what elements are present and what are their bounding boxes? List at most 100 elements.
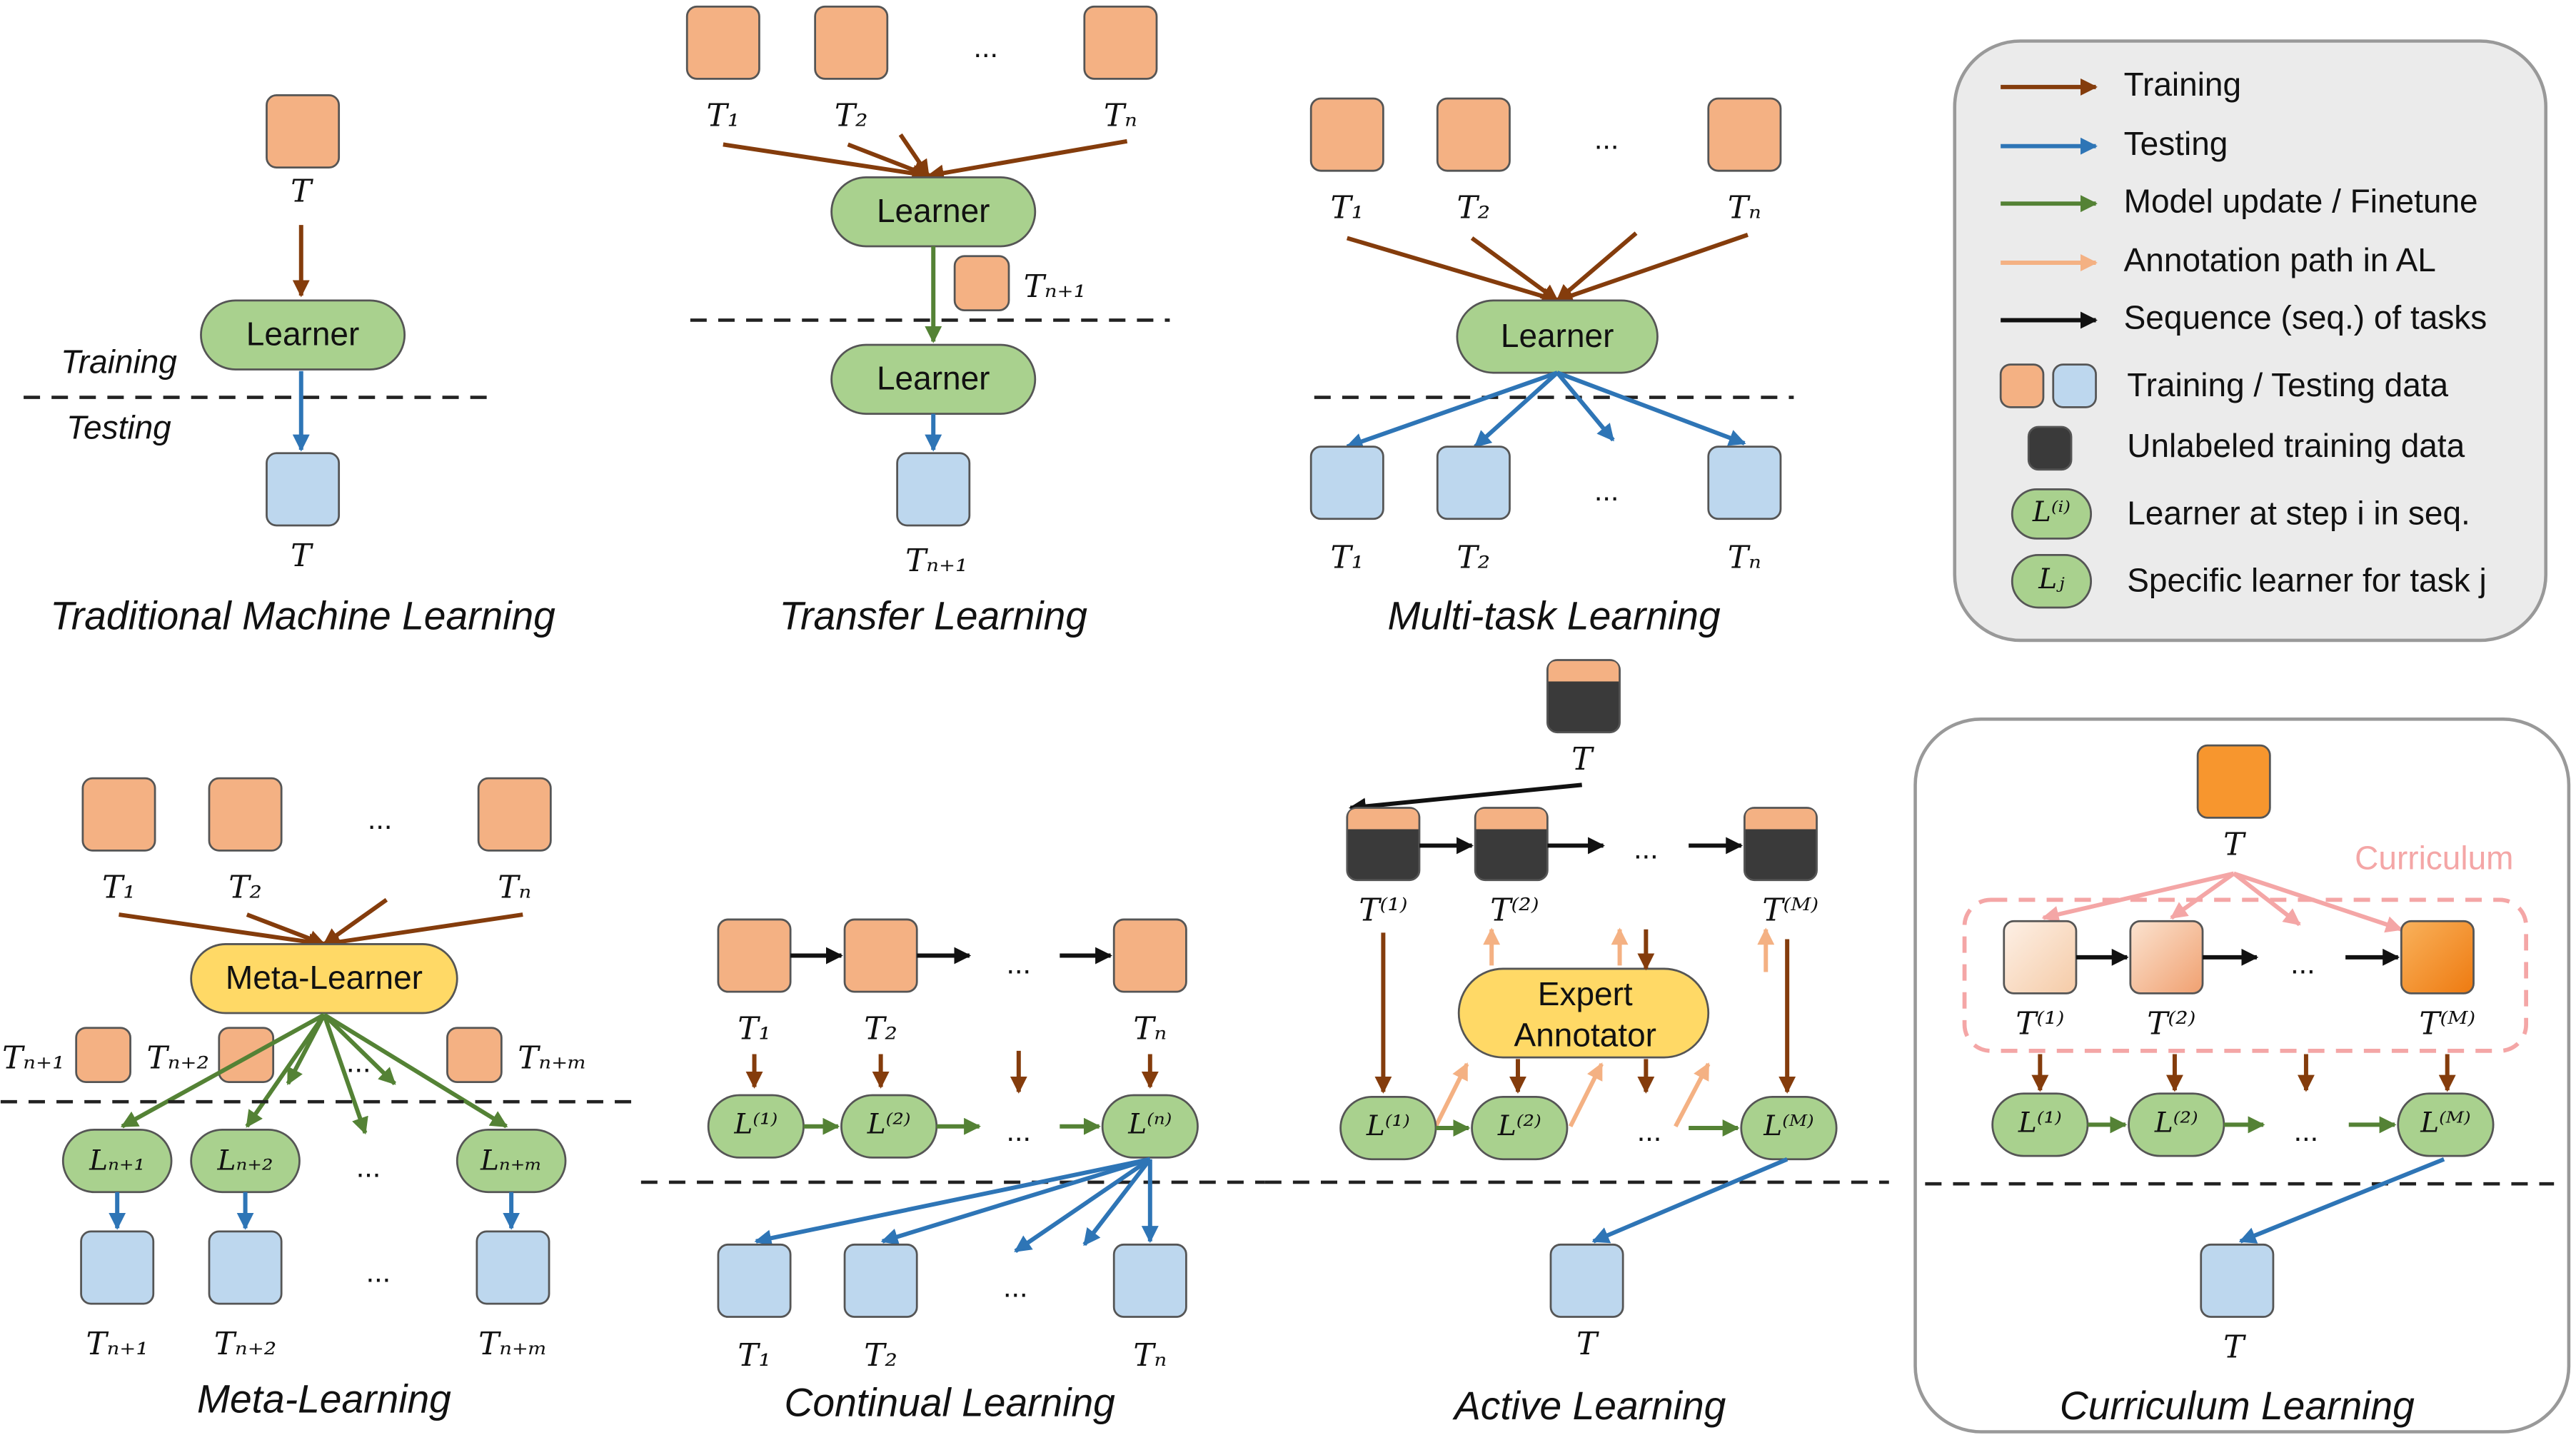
test-task-label: T₂ bbox=[864, 1337, 897, 1374]
testing-data-box bbox=[476, 1230, 550, 1305]
sequence-arrow bbox=[1349, 782, 1582, 815]
annotation-arrow bbox=[1568, 1062, 1604, 1128]
training-data-box bbox=[1436, 97, 1511, 172]
training-data-box bbox=[477, 777, 552, 852]
training-arrow bbox=[926, 139, 1128, 182]
labeled-portion bbox=[1476, 808, 1547, 830]
training-data-box bbox=[843, 918, 918, 993]
new-task-label: Tₙ₊₁ bbox=[2, 1040, 64, 1077]
source-task-box bbox=[814, 5, 889, 80]
testing-arrow bbox=[880, 1157, 1151, 1245]
finetune-arrow bbox=[323, 1012, 508, 1129]
ellipsis: ... bbox=[2290, 947, 2315, 980]
annotation-arrow bbox=[1434, 1062, 1469, 1128]
testing-arrow bbox=[1082, 1157, 1152, 1247]
step-learner-label: L⁽¹⁾ bbox=[2018, 1107, 2062, 1139]
legend-unlabeled-swatch bbox=[2027, 426, 2073, 471]
testing-label: Testing bbox=[66, 409, 171, 446]
legend-learner-task-icon: Lⱼ bbox=[2038, 563, 2065, 595]
testing-arrow bbox=[2238, 1157, 2445, 1244]
testing-data-box bbox=[80, 1230, 155, 1305]
legend bbox=[1953, 39, 2548, 643]
training-arrow bbox=[898, 133, 930, 178]
source-task-box bbox=[1083, 5, 1158, 80]
training-arrow bbox=[1470, 236, 1559, 303]
train-task-label: T bbox=[291, 173, 313, 209]
legend-learner-task-label: Specific learner for task j bbox=[2127, 562, 2486, 599]
task-learner-label: Lₙ₊₂ bbox=[217, 1144, 273, 1177]
step-learner-pill bbox=[2397, 1092, 2495, 1157]
train-task-label: T₁ bbox=[738, 1010, 771, 1047]
ellipsis: ... bbox=[2294, 1114, 2319, 1147]
finetune-arrow bbox=[120, 1012, 326, 1129]
target-task-label: Tₙ₊₁ bbox=[1024, 268, 1086, 305]
legend-training-label: Training bbox=[2124, 66, 2241, 103]
step-data-box bbox=[1346, 807, 1421, 882]
legend-learner-step-pill bbox=[2011, 488, 2093, 540]
legend-background bbox=[1953, 39, 2548, 643]
step-learner-label: L⁽²⁾ bbox=[1497, 1110, 1541, 1142]
ellipsis: ... bbox=[356, 1150, 381, 1183]
curriculum-step-box bbox=[2400, 920, 2475, 995]
annotator-label-line1: Expert bbox=[1538, 975, 1633, 1012]
testing-arrow bbox=[1014, 1157, 1152, 1253]
panel-title: Transfer Learning bbox=[779, 594, 1087, 638]
source-task-box bbox=[685, 5, 760, 80]
annotation-arrow bbox=[1674, 1062, 1711, 1128]
curriculum-label: Curriculum bbox=[2355, 839, 2513, 876]
finetune-arrow bbox=[322, 1013, 396, 1086]
test-task-label: T bbox=[2223, 1329, 2246, 1366]
step-task-label: T⁽¹⁾ bbox=[1359, 892, 1407, 929]
curriculum-arrow bbox=[2170, 872, 2235, 920]
test-task-label: Tₙ bbox=[1728, 539, 1761, 575]
new-task-label: Tₙ₊₂ bbox=[147, 1040, 209, 1077]
testing-data-box bbox=[1309, 445, 1384, 520]
step-learner-label: L⁽²⁾ bbox=[867, 1109, 911, 1141]
legend-sequence-label: Sequence (seq.) of tasks bbox=[2124, 299, 2487, 336]
test-task-label: T bbox=[291, 538, 313, 574]
expert-annotator-pill bbox=[1457, 967, 1710, 1059]
test-task-label: T₁ bbox=[738, 1337, 771, 1374]
ellipsis: ... bbox=[368, 802, 393, 835]
source-task-label: T₂ bbox=[835, 98, 868, 134]
testing-arrow bbox=[1555, 371, 1615, 442]
test-task-label: T₂ bbox=[1457, 539, 1491, 575]
new-task-box bbox=[446, 1027, 503, 1084]
legend-unlabeled-label: Unlabeled training data bbox=[2127, 427, 2465, 464]
testing-data-box bbox=[208, 1230, 283, 1305]
learner-pill bbox=[200, 299, 406, 371]
training-arrow bbox=[119, 912, 326, 951]
train-task-label: T₂ bbox=[1457, 189, 1491, 226]
training-arrow bbox=[1555, 233, 1749, 304]
testing-data-box bbox=[266, 452, 341, 527]
training-arrow bbox=[322, 912, 523, 951]
new-task-label: Tₙ₊ₘ bbox=[518, 1040, 587, 1077]
source-task-label: Tₙ bbox=[1104, 98, 1137, 134]
panel-title: Meta-Learning bbox=[197, 1377, 451, 1421]
task-learner-label: Lₙ₊ₘ bbox=[480, 1144, 542, 1177]
legend-testing-label: Testing bbox=[2124, 125, 2228, 162]
test-task-label: Tₙ₊₁ bbox=[905, 543, 967, 579]
training-label: Training bbox=[61, 343, 177, 381]
train-task-label: T₂ bbox=[864, 1010, 897, 1047]
ellipsis: ... bbox=[1594, 123, 1619, 156]
curriculum-panel-frame bbox=[1913, 718, 2571, 1434]
learner-label: Learner bbox=[877, 360, 990, 397]
legend-model_update-label: Model update / Finetune bbox=[2124, 182, 2478, 219]
testing-data-box bbox=[1707, 445, 1782, 520]
step-task-label: T⁽²⁾ bbox=[1490, 892, 1539, 929]
training-data-box bbox=[1309, 97, 1384, 172]
training-data-box bbox=[1112, 918, 1187, 993]
annotator-label-line2: Annotator bbox=[1514, 1017, 1656, 1054]
train-task-label: T₂ bbox=[228, 870, 262, 906]
legend-learner-task-pill bbox=[2011, 553, 2093, 609]
train-task-label: Tₙ bbox=[498, 870, 531, 906]
train-task-label: T₁ bbox=[1330, 189, 1364, 226]
training-data-box bbox=[81, 777, 156, 852]
testing-data-box bbox=[843, 1243, 918, 1318]
legend-learner-step-icon: L⁽ⁱ⁾ bbox=[2032, 496, 2071, 528]
ellipsis: ... bbox=[366, 1256, 391, 1289]
finetune-arrow bbox=[322, 1014, 368, 1135]
testing-arrow bbox=[754, 1157, 1151, 1247]
